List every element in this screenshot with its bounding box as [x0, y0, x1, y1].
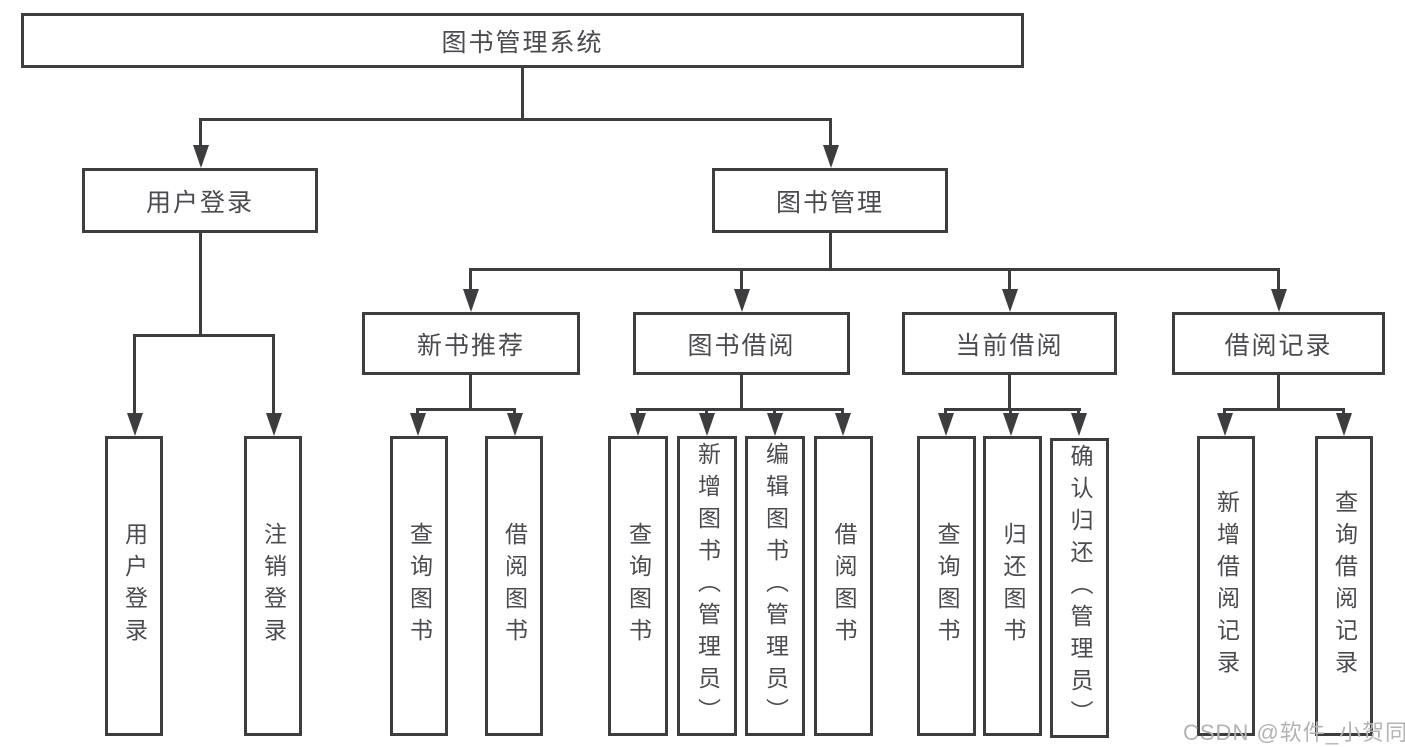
node-bb-query-books: 查询图书 [608, 436, 668, 736]
connector-borrow-records-down [1277, 374, 1280, 411]
connector-current-borrow-stem [1008, 268, 1011, 294]
connector-user-login-down [199, 233, 202, 337]
arrow-down-bb-borrow [835, 413, 851, 436]
arrow-down-cb-confirm [1071, 413, 1087, 436]
connector-book-borrow-branch [636, 408, 844, 411]
arrow-down-nbr-borrow [507, 413, 523, 436]
connector-user-login-sub-stem [133, 334, 136, 418]
connector-borrow-records-stem [1277, 268, 1280, 294]
arrow-down-bb-edit [767, 413, 783, 436]
node-br-add-record: 新增借阅记录 [1197, 436, 1255, 736]
arrow-down-nbr-query [410, 413, 426, 436]
connector-book-mgmt-stem [829, 118, 832, 150]
connector-new-book-branch [416, 408, 516, 411]
node-bb-add-books-admin: 新增图书（管理员） [677, 436, 737, 736]
node-logout: 注销登录 [244, 436, 302, 736]
node-cb-query-books: 查询图书 [917, 436, 976, 736]
connector-current-borrow-branch [944, 408, 1081, 411]
node-bb-borrow-books-label: 借阅图书 [831, 522, 857, 650]
node-nbr-query-books: 查询图书 [390, 436, 448, 736]
node-cb-return-books: 归还图书 [983, 436, 1042, 736]
node-book-management: 图书管理 [712, 168, 948, 233]
node-new-book-recommend-label: 新书推荐 [416, 331, 525, 360]
arrow-down-user-login-sub [127, 413, 143, 436]
node-bb-borrow-books: 借阅图书 [814, 436, 873, 736]
connector-book-borrow-stem [740, 268, 743, 294]
node-nbr-query-books-label: 查询图书 [406, 522, 433, 650]
arrow-down-cb-return [1003, 413, 1019, 436]
arrow-down-user-login [193, 145, 209, 168]
node-borrowing-records: 借阅记录 [1172, 312, 1385, 375]
node-current-borrowing: 当前借阅 [902, 312, 1117, 375]
connector-new-book-stem [469, 268, 472, 294]
arrow-down-book-mgmt [823, 145, 839, 168]
connector-level1-branch [199, 118, 832, 121]
connector-new-book-down [469, 374, 472, 411]
csdn-watermark: CSDN @软件_小贺同学 [1183, 720, 1405, 745]
connector-root-stub [521, 68, 524, 121]
arrow-down-cb-query [938, 413, 954, 436]
connector-level2-branch [469, 268, 1280, 271]
connector-user-login-branch [133, 334, 275, 337]
connector-logout-stem [272, 334, 275, 418]
node-nbr-borrow-books-label: 借阅图书 [501, 522, 528, 650]
connector-current-borrow-down [1008, 374, 1011, 411]
arrow-down-br-add [1217, 413, 1233, 436]
arrow-down-br-query [1336, 413, 1352, 436]
connector-book-borrow-down [740, 374, 743, 411]
node-user-login: 用户登录 [82, 168, 318, 233]
node-current-borrowing-label: 当前借阅 [955, 331, 1064, 360]
node-user-login-label: 用户登录 [145, 188, 254, 217]
node-book-borrowing-label: 图书借阅 [687, 331, 796, 360]
node-bb-edit-books-admin: 编辑图书（管理员） [745, 436, 805, 736]
node-book-management-label: 图书管理 [775, 188, 884, 217]
node-nbr-borrow-books: 借阅图书 [485, 436, 543, 736]
node-cb-query-books-label: 查询图书 [934, 522, 960, 650]
node-new-book-recommend: 新书推荐 [362, 312, 580, 375]
node-user-login-sub-label: 用户登录 [121, 522, 148, 650]
node-bb-query-books-label: 查询图书 [625, 522, 652, 650]
arrow-down-borrow-records [1271, 289, 1287, 312]
arrow-down-book-borrow [734, 289, 750, 312]
node-root: 图书管理系统 [21, 13, 1024, 68]
node-borrowing-records-label: 借阅记录 [1224, 331, 1333, 360]
node-bb-add-books-admin-label: 新增图书（管理员） [694, 442, 721, 730]
node-bb-edit-books-admin-label: 编辑图书（管理员） [762, 442, 789, 730]
node-logout-label: 注销登录 [260, 522, 287, 650]
arrow-down-logout [266, 413, 282, 436]
node-root-label: 图书管理系统 [441, 28, 604, 57]
arrow-down-new-book-rec [463, 289, 479, 312]
node-br-query-record: 查询借阅记录 [1315, 436, 1373, 736]
connector-user-login-stem [199, 118, 202, 150]
connector-borrow-records-branch [1223, 408, 1345, 411]
node-cb-return-books-label: 归还图书 [1000, 522, 1026, 650]
arrow-down-current-borrow [1002, 289, 1018, 312]
node-user-login-sub: 用户登录 [105, 436, 163, 736]
connector-book-mgmt-down [829, 233, 832, 271]
arrow-down-bb-add [699, 413, 715, 436]
node-cb-confirm-return-admin: 确认归还（管理员） [1050, 438, 1109, 738]
arrow-down-bb-query [630, 413, 646, 436]
node-book-borrowing: 图书借阅 [633, 312, 850, 375]
node-br-query-record-label: 查询借阅记录 [1331, 490, 1358, 682]
node-br-add-record-label: 新增借阅记录 [1213, 490, 1240, 682]
node-cb-confirm-return-admin-label: 确认归还（管理员） [1067, 444, 1093, 732]
